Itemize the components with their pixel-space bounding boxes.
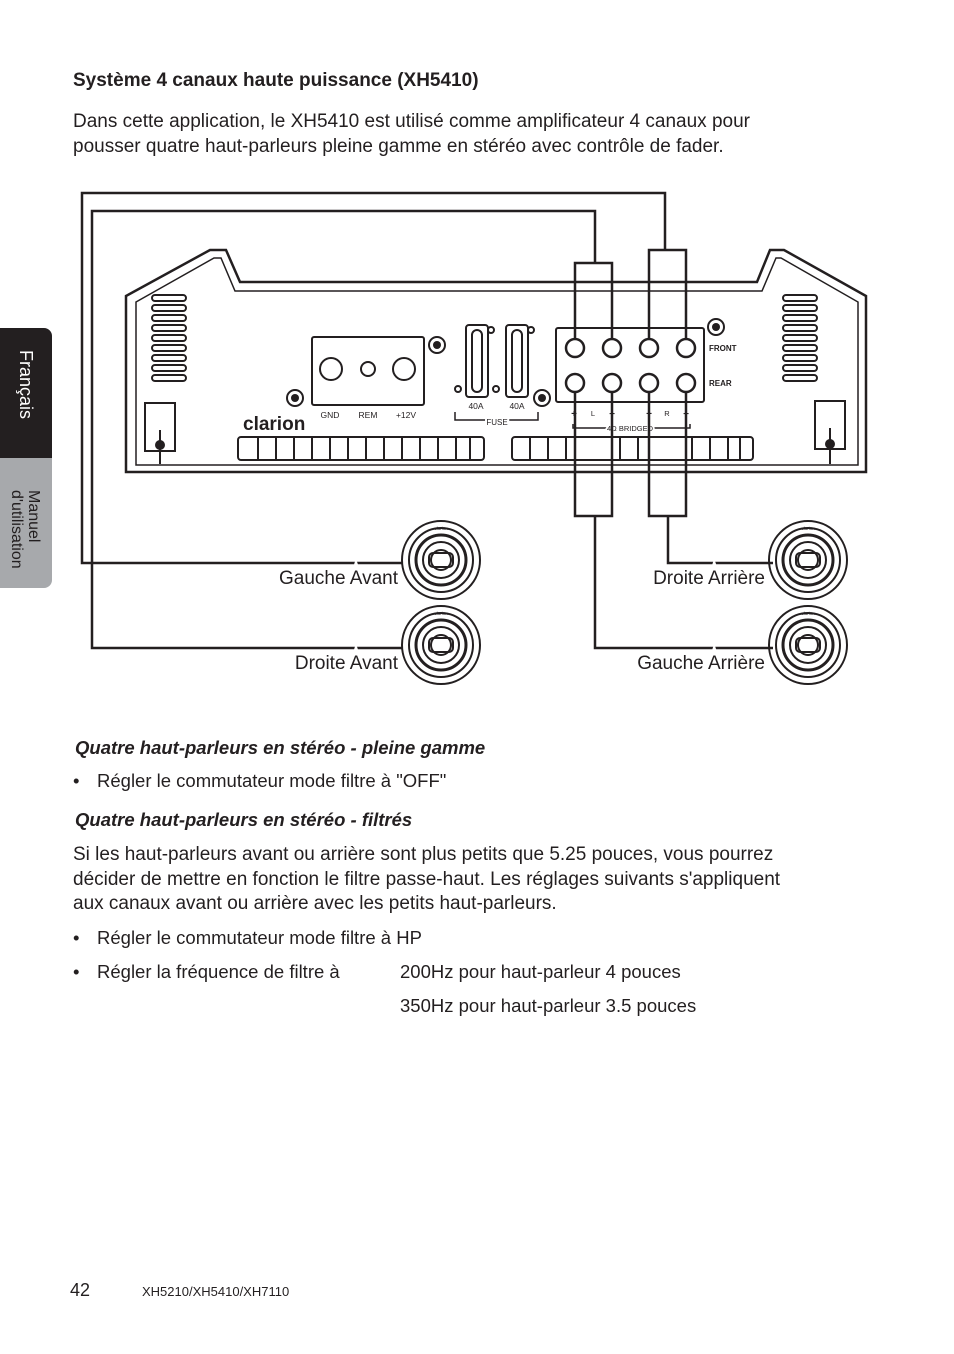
l-label: L [591, 409, 595, 418]
manual-tab[interactable]: Manuel d'utilisation [0, 458, 52, 588]
wire-loops [573, 248, 773, 650]
bridged-label: 4Ω BRIDGED [607, 424, 654, 433]
fuses [454, 324, 539, 421]
page-number: 42 [70, 1280, 91, 1300]
fuse-label: FUSE [486, 418, 507, 427]
manual-tab-label: Manuel d'utilisation [8, 490, 42, 569]
language-tab-label: Français [16, 350, 36, 420]
speaker-terminals [564, 337, 697, 394]
label-droite-avant: Droite Avant [295, 653, 399, 674]
mount-right [814, 400, 846, 464]
intro-line-2: pousser quatre haut-parleurs pleine gamm… [73, 135, 724, 157]
subsection-1-bullet: •Régler le commutateur mode filtre à "OF… [73, 770, 447, 791]
frequency-value-2: 350Hz pour haut-parleur 3.5 pouces [400, 995, 697, 1016]
speaker-front-left [401, 520, 481, 600]
gnd-label: GND [321, 410, 340, 420]
speaker-brand-fl: clarion [434, 526, 448, 531]
label-gauche-avant: Gauche Avant [279, 568, 399, 589]
subsection-2-paragraph: Si les haut-parleurs avant ou arrière so… [73, 843, 893, 917]
front-label: FRONT [709, 344, 737, 353]
speaker-brand-fr: clarion [434, 611, 448, 616]
speaker-rear-right [768, 520, 848, 600]
intro-paragraph: Dans cette application, le XH5410 est ut… [73, 110, 873, 159]
subsection-2-title: Quatre haut-parleurs en stéréo - filtrés [75, 809, 413, 830]
label-gauche-arriere: Gauche Arrière [637, 653, 765, 674]
speaker-terminal-block [555, 327, 705, 403]
subsection-2-line-1: Si les haut-parleurs avant ou arrière so… [73, 844, 774, 865]
wire-front-left-outer [80, 191, 667, 565]
speaker-rear-left [768, 605, 848, 685]
v12-label: +12V [396, 410, 416, 420]
power-terminal [311, 336, 425, 406]
subsection-2-bullet-2: •Régler la fréquence de filtre à [73, 961, 340, 982]
subsection-2-bullet-2-label: Régler la fréquence de filtre à [97, 961, 340, 982]
vent-right [782, 294, 818, 382]
subsection-2-bullet-1: •Régler le commutateur mode filtre à HP [73, 927, 422, 948]
screws [286, 318, 725, 407]
mount-left [144, 402, 176, 464]
control-strip-left [237, 436, 485, 461]
subsection-2-line-3: aux canaux avant ou arrière avec les pet… [73, 893, 557, 914]
amplifier [124, 248, 868, 474]
subsection-2-bullet-1-text: Régler le commutateur mode filtre à HP [97, 927, 422, 948]
fuse-1-label: 40A [468, 401, 483, 411]
frequency-value-1: 200Hz pour haut-parleur 4 pouces [400, 961, 681, 982]
model-numbers: XH5210/XH5410/XH7110 [142, 1284, 290, 1299]
control-strip-right [511, 436, 754, 461]
fuse-2-label: 40A [509, 401, 524, 411]
subsection-2-line-2: décider de mettre en fonction le filtre … [73, 868, 781, 890]
speaker-front-right [401, 605, 481, 685]
rear-label: REAR [709, 379, 732, 388]
amp-brand-logo: clarion [243, 414, 305, 435]
subsection-1-title: Quatre haut-parleurs en stéréo - pleine … [75, 737, 486, 758]
speaker-brand-rl: clarion [801, 611, 815, 616]
language-tab[interactable]: Français [0, 328, 52, 458]
wire-front-right-outer [90, 209, 597, 650]
rem-label: REM [359, 410, 378, 420]
section-title: Système 4 canaux haute puissance (XH5410… [73, 70, 479, 91]
vent-left [151, 294, 187, 382]
intro-line-1: Dans cette application, le XH5410 est ut… [73, 111, 750, 132]
label-droite-arriere: Droite Arrière [653, 568, 765, 589]
wiring-diagram: GND REM +12V clarion 40A 40A FUSE [80, 191, 868, 685]
r-label: R [664, 409, 670, 418]
subsection-1-bullet-text: Régler le commutateur mode filtre à "OFF… [97, 770, 447, 791]
speaker-brand-rr: clarion [801, 526, 815, 531]
